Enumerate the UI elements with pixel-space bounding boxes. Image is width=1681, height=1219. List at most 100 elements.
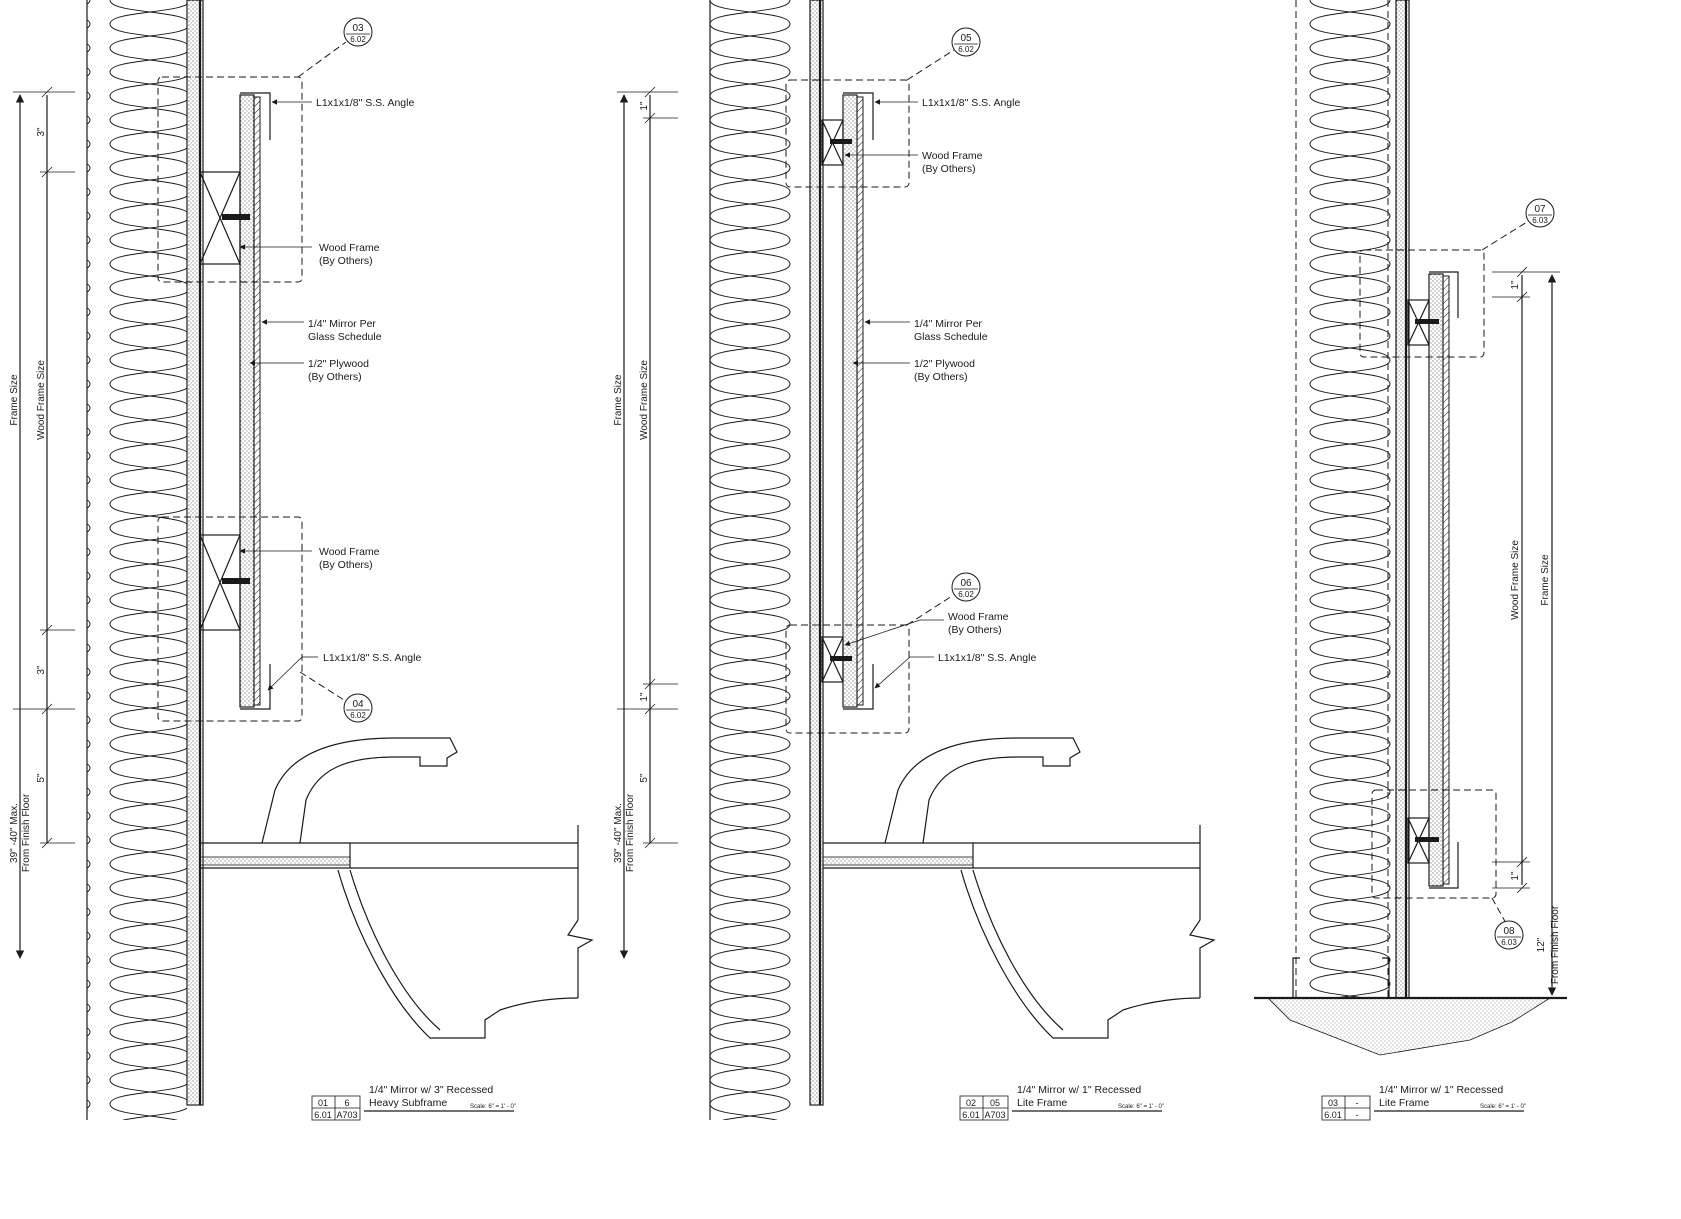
faucet (261, 737, 458, 844)
label-mirror-2: Glass Schedule (308, 331, 382, 343)
svg-text:1/4" Mirror w/ 1" Recessed: 1/4" Mirror w/ 1" Recessed (1017, 1084, 1141, 1096)
dim-height-2: From Finish Floor (625, 793, 636, 872)
dimension-lines (617, 86, 678, 959)
svg-text:05: 05 (990, 1098, 1000, 1108)
label-mirror-1: 1/4" Mirror Per (914, 318, 982, 330)
svg-text:Heavy Subframe: Heavy Subframe (369, 1097, 447, 1109)
svg-text:03: 03 (352, 23, 364, 34)
svg-text:6.02: 6.02 (958, 45, 974, 54)
dim-wood-frame-size: Wood Frame Size (36, 360, 47, 440)
svg-text:07: 07 (1534, 204, 1546, 215)
svg-text:03: 03 (1328, 1098, 1338, 1108)
dim-height-1: 12" (1536, 937, 1547, 952)
label-plywood-1: 1/2" Plywood (914, 358, 975, 370)
svg-text:02: 02 (966, 1098, 976, 1108)
dim-bottom-offset: 1" (639, 692, 650, 702)
detail-2: Frame Size Wood Frame Size 1" 1" 5" 39" … (613, 0, 1216, 1121)
svg-text:Scale: 6" = 1' - 0": Scale: 6" = 1' - 0" (1118, 1104, 1164, 1110)
label-wood-frame-top-2: (By Others) (319, 255, 373, 267)
label-wood-frame-bottom-1: Wood Frame (948, 611, 1009, 623)
insulation-batt (710, 0, 810, 1120)
detail-1: Frame Size Wood Frame Size 3" 3" 5" 39" … (9, 0, 594, 1121)
title-block-2: 02 05 6.01 A703 1/4" Mirror w/ 1" Recess… (959, 1084, 1164, 1121)
detail-3: 1" 1" Wood Frame Size Frame Size 12" Fro… (1254, 0, 1567, 1121)
dim-gap: 5" (36, 773, 47, 783)
callout-05[interactable]: 05 6.02 (951, 27, 981, 57)
leader-lines (239, 41, 347, 701)
dim-frame-size: Frame Size (9, 374, 20, 426)
mirror-glass (856, 96, 864, 706)
svg-text:6.01: 6.01 (314, 1110, 332, 1120)
callout-08[interactable]: 08 6.03 (1494, 920, 1524, 950)
dim-gap: 5" (639, 773, 650, 783)
svg-text:6.03: 6.03 (1532, 216, 1548, 225)
dimension-lines (13, 86, 75, 959)
svg-text:A703: A703 (984, 1110, 1005, 1120)
title-block-1: 01 6 6.01 A703 1/4" Mirror w/ 3" Recesse… (311, 1084, 516, 1121)
dim-wood-frame-size: Wood Frame Size (1510, 540, 1521, 620)
dim-bottom-offset: 1" (1510, 871, 1521, 881)
callout-06[interactable]: 06 6.02 (951, 572, 981, 602)
callout-07[interactable]: 07 6.03 (1525, 198, 1555, 228)
callout-03[interactable]: 03 6.02 (343, 17, 373, 47)
svg-text:Scale: 6" = 1' - 0": Scale: 6" = 1' - 0" (1480, 1104, 1526, 1110)
label-wood-frame-top-1: Wood Frame (319, 242, 380, 254)
sink-bowl (337, 869, 594, 1039)
svg-text:08: 08 (1503, 926, 1515, 937)
label-wood-frame-top-2: (By Others) (922, 163, 976, 175)
svg-text:06: 06 (960, 578, 972, 589)
plywood (1428, 273, 1444, 887)
dim-wood-frame-size: Wood Frame Size (639, 360, 650, 440)
floor-slab (1254, 996, 1567, 1056)
countertop (199, 825, 579, 920)
svg-text:1/4" Mirror w/ 1" Recessed: 1/4" Mirror w/ 1" Recessed (1379, 1084, 1503, 1096)
label-wood-frame-bottom-2: (By Others) (319, 559, 373, 571)
svg-text:6.02: 6.02 (350, 711, 366, 720)
svg-text:05: 05 (960, 33, 972, 44)
svg-text:6.02: 6.02 (958, 590, 974, 599)
dim-height-2: From Finish Floor (21, 793, 32, 872)
callout-04[interactable]: 04 6.02 (343, 693, 373, 723)
label-angle-top: L1x1x1/8" S.S. Angle (316, 97, 414, 109)
label-plywood-1: 1/2" Plywood (308, 358, 369, 370)
dim-top-offset: 3" (36, 127, 47, 137)
wood-frame-top (1407, 299, 1439, 346)
label-wood-frame-top-1: Wood Frame (922, 150, 983, 162)
svg-text:01: 01 (318, 1098, 328, 1108)
label-mirror-2: Glass Schedule (914, 331, 988, 343)
label-wood-frame-bottom-2: (By Others) (948, 624, 1002, 636)
dim-frame-size: Frame Size (1540, 554, 1551, 606)
svg-text:6.02: 6.02 (350, 35, 366, 44)
faucet (884, 737, 1081, 844)
dim-top-offset: 1" (1510, 280, 1521, 290)
plywood (239, 94, 255, 708)
svg-text:6: 6 (344, 1098, 349, 1108)
insulation-batt (87, 0, 187, 1120)
dimension-lines (1492, 266, 1560, 996)
svg-text:-: - (1356, 1110, 1359, 1120)
dim-frame-size: Frame Size (613, 374, 624, 426)
ss-angle (1429, 271, 1459, 889)
svg-text:04: 04 (352, 699, 364, 710)
ss-angle (240, 92, 271, 710)
svg-text:6.03: 6.03 (1501, 938, 1517, 947)
label-wood-frame-bottom-1: Wood Frame (319, 546, 380, 558)
svg-text:A703: A703 (336, 1110, 357, 1120)
sink-bowl (960, 869, 1216, 1039)
leader-lines (844, 49, 955, 689)
countertop (822, 825, 1201, 920)
svg-text:6.01: 6.01 (962, 1110, 980, 1120)
mirror-glass (1442, 275, 1450, 885)
label-mirror-1: 1/4" Mirror Per (308, 318, 376, 330)
svg-text:-: - (1356, 1098, 1359, 1108)
svg-text:1/4" Mirror w/ 3" Recessed: 1/4" Mirror w/ 3" Recessed (369, 1084, 493, 1096)
mirror-glass (253, 96, 261, 706)
wood-frame-bottom (1407, 817, 1439, 864)
svg-text:Scale: 6" = 1' - 0": Scale: 6" = 1' - 0" (470, 1104, 516, 1110)
label-angle-bottom: L1x1x1/8" S.S. Angle (323, 652, 421, 664)
svg-text:Lite Frame: Lite Frame (1379, 1097, 1429, 1109)
dim-height-1: 39" -40" Max. (9, 803, 20, 863)
ss-angle (843, 92, 874, 710)
insulation-batt (1296, 0, 1396, 998)
